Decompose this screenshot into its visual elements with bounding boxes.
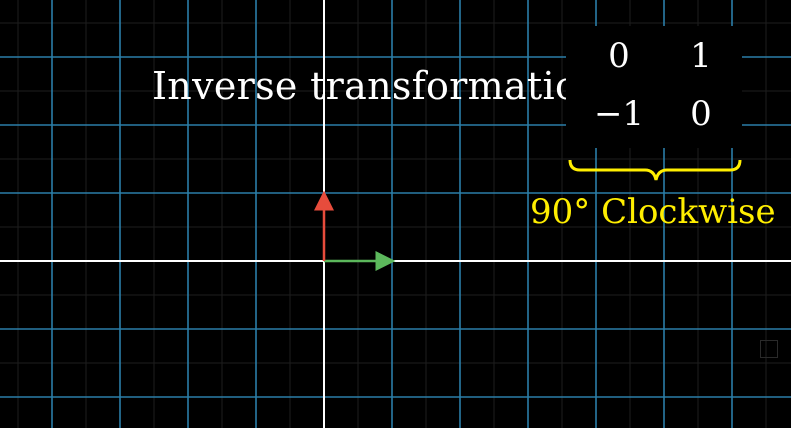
rotation-caption: 90° Clockwise	[530, 192, 776, 232]
matrix-cell: 1	[690, 36, 712, 76]
matrix-cell: 0	[690, 94, 712, 134]
title-label: Inverse transformation:	[152, 64, 617, 108]
underbrace	[568, 159, 742, 181]
inverse-matrix: 0 1 −1 0	[566, 26, 742, 148]
matrix-cell: 0	[608, 36, 630, 76]
matrix-cell: −1	[593, 94, 645, 134]
tv-icon	[760, 340, 778, 358]
